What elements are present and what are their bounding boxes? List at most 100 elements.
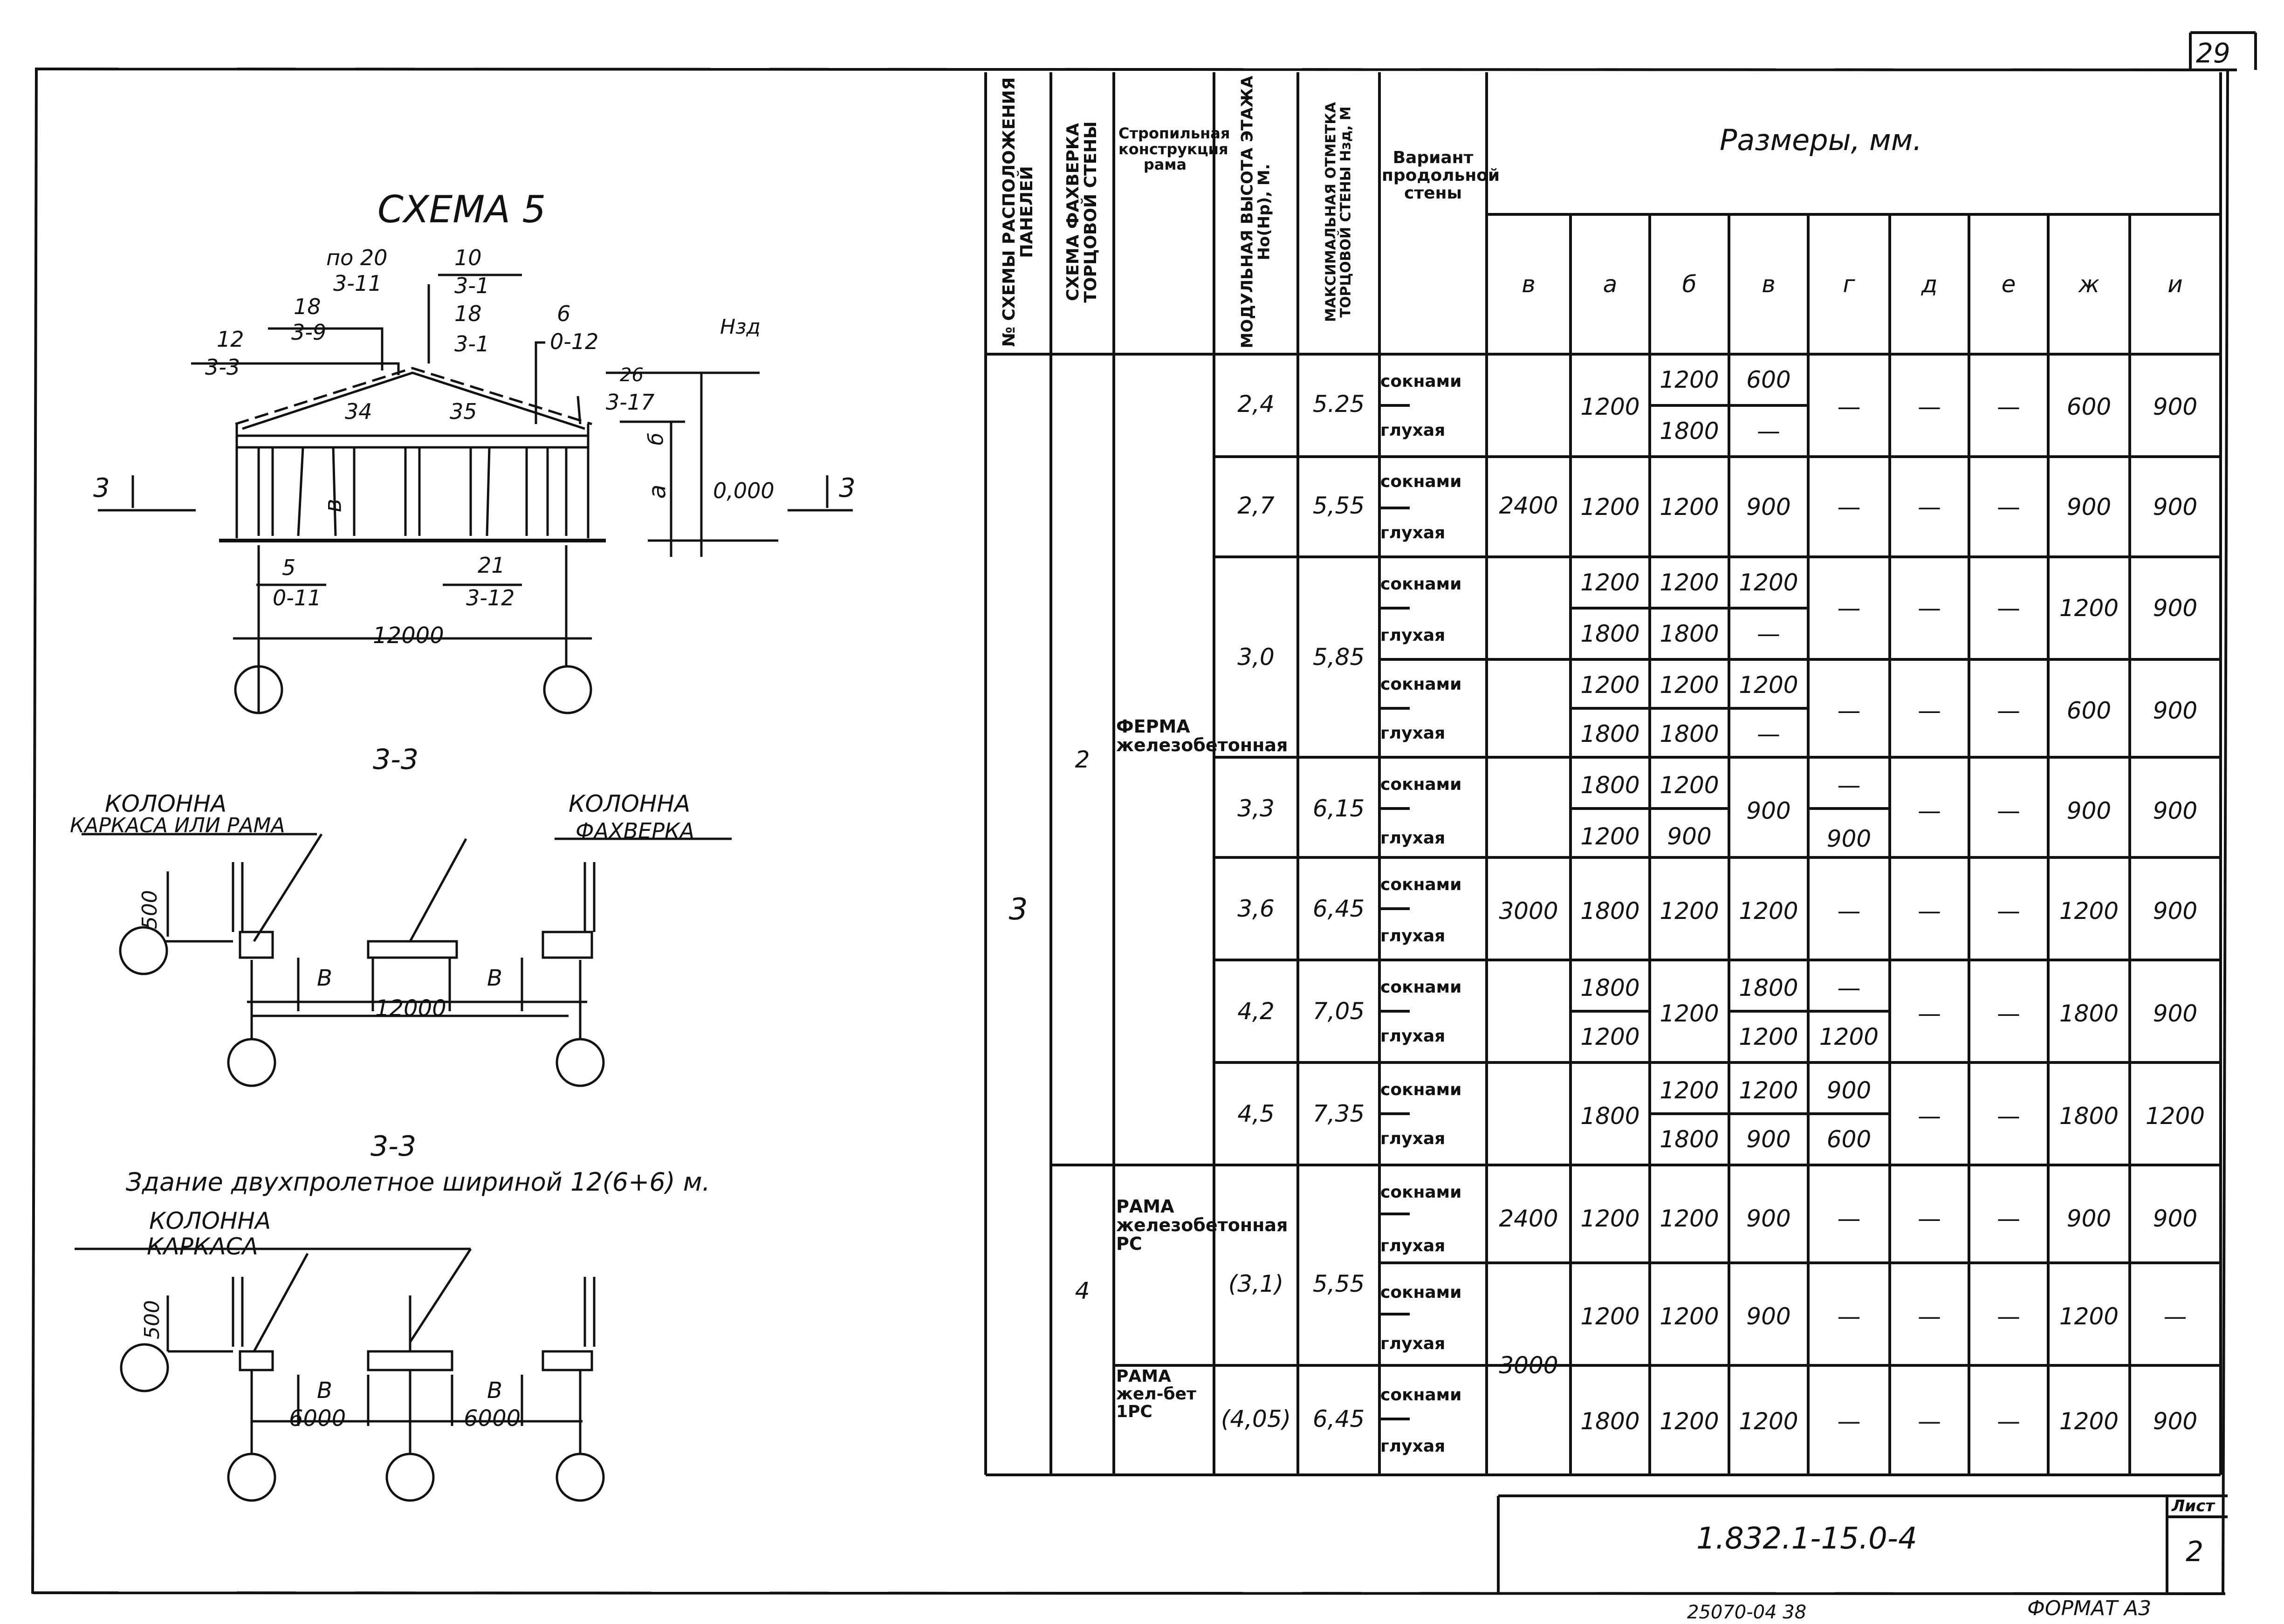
label-18a: 18: [294, 294, 321, 319]
r1-g: —: [1837, 393, 1861, 420]
label-6: 6: [557, 301, 571, 326]
r3-a2: 1800: [1580, 620, 1640, 647]
h-row1: 2,4: [1237, 391, 1275, 418]
label-34: 34: [345, 399, 372, 424]
r10-b: 1200: [1660, 1303, 1719, 1330]
variant-open-8: сокнами: [1380, 1080, 1462, 1099]
r4-d: —: [1918, 697, 1941, 724]
r8-a: 1800: [1580, 1103, 1640, 1130]
mark-v: б: [644, 432, 668, 445]
variant-blind-1: глухая: [1380, 421, 1446, 440]
section2-title: 3-3: [370, 1130, 416, 1163]
r7-v2: 1200: [1739, 1023, 1798, 1050]
variant-open-4: сокнами: [1380, 675, 1462, 694]
scheme-no-cell: 3: [1008, 892, 1028, 927]
r4-i: 900: [2153, 697, 2198, 724]
col-head-e: е: [2001, 271, 2016, 298]
header-max-level: МАКСИМАЛЬНАЯ ОТМЕТКА ТОРЦОВОЙ СТЕНЫ Нзд,…: [1323, 102, 1354, 322]
w-2400-b: 2400: [1499, 1205, 1558, 1232]
col-head-d: д: [1921, 271, 1938, 298]
r5-e: —: [1997, 797, 2020, 824]
variant-blind-10: глухая: [1380, 1334, 1446, 1353]
r4-a2: 1800: [1580, 720, 1640, 747]
r7-a1: 1800: [1580, 974, 1640, 1001]
r9-b: 1200: [1660, 1205, 1719, 1232]
variant-blind-6: глухая: [1380, 926, 1446, 946]
h-row9: (4,05): [1221, 1405, 1291, 1432]
section2-label-1: КОЛОННА: [149, 1207, 271, 1234]
variant-blind-7: глухая: [1380, 1027, 1446, 1046]
r9-g: —: [1837, 1205, 1861, 1232]
r8-b1: 1200: [1660, 1077, 1719, 1104]
r1-zh: 600: [2066, 393, 2112, 420]
r3-i: 900: [2153, 595, 2198, 622]
col-head-v0: в: [1522, 271, 1536, 298]
r4-zh: 600: [2066, 697, 2112, 724]
section1-left-label-1: КОЛОННА: [105, 790, 227, 817]
r5-v: 900: [1746, 797, 1791, 824]
mark-a: а: [644, 484, 671, 499]
variant-open-1: сокнами: [1380, 372, 1462, 391]
label-21: 21: [478, 553, 505, 578]
r8-v1: 1200: [1739, 1077, 1798, 1104]
r8-i: 1200: [2145, 1103, 2205, 1130]
variant-open-2: сокнами: [1380, 472, 1462, 491]
r11-v: 1200: [1739, 1408, 1798, 1435]
label-0-12: 0-12: [550, 329, 599, 354]
r10-v: 900: [1746, 1303, 1791, 1330]
r7-d: —: [1918, 1000, 1941, 1027]
sheet-number: 2: [2186, 1535, 2204, 1568]
h-row5: 3,6: [1237, 895, 1275, 922]
label-3-12: 3-12: [466, 585, 515, 610]
label-3-17: 3-17: [606, 390, 655, 415]
r1-d: —: [1918, 393, 1941, 420]
r11-b: 1200: [1660, 1408, 1719, 1435]
r11-g: —: [1837, 1408, 1861, 1435]
r7-zh: 1800: [2059, 1000, 2119, 1027]
variant-blind-3: глухая: [1380, 626, 1446, 645]
r7-v1: 1800: [1739, 974, 1798, 1001]
r8-b2: 1800: [1660, 1126, 1719, 1153]
section1-right-label-1: КОЛОННА: [569, 790, 691, 817]
r6-d: —: [1918, 898, 1941, 925]
r9-v: 900: [1746, 1205, 1791, 1232]
h-row4: 3,3: [1237, 795, 1275, 822]
section1-right-label-2: ФАХВЕРКА: [576, 818, 695, 843]
r2-d: —: [1918, 493, 1941, 521]
h-row2: 2,7: [1237, 492, 1275, 519]
r3-b1: 1200: [1660, 569, 1719, 596]
variant-blind-8: глухая: [1380, 1129, 1446, 1148]
hzd-row2: 5,55: [1312, 492, 1365, 519]
section1-b1: В: [317, 965, 332, 991]
hzd-row5: 6,45: [1312, 895, 1365, 922]
r5-b1: 1200: [1660, 772, 1719, 799]
r6-i: 900: [2153, 898, 2198, 925]
r6-g: —: [1837, 898, 1861, 925]
header-scheme-no: № СХЕМЫ РАСПОЛОЖЕНИЯ ПАНЕЛЕЙ: [1000, 77, 1036, 347]
label-po20: по 20: [326, 245, 388, 270]
format-label: ФОРМАТ А3: [2027, 1597, 2152, 1620]
r4-v2: —: [1757, 720, 1780, 747]
r6-v: 1200: [1739, 898, 1798, 925]
r11-a: 1800: [1580, 1408, 1640, 1435]
label-12: 12: [217, 327, 244, 352]
hzd-row8: 5,55: [1312, 1270, 1365, 1297]
col-head-g: г: [1843, 271, 1855, 298]
r10-i: —: [2163, 1303, 2187, 1330]
section-mark-left: 3: [93, 473, 110, 503]
r1-i: 900: [2153, 393, 2198, 420]
r4-b2: 1800: [1660, 720, 1719, 747]
r5-zh: 900: [2066, 797, 2112, 824]
w-3000-b: 3000: [1499, 1352, 1558, 1379]
header-wall-variant: Вариант продольной стены: [1382, 148, 1500, 203]
r2-b: 1200: [1660, 493, 1719, 521]
section2-caption: Здание двухпролетное шириной 12(6+6) м.: [126, 1167, 710, 1197]
r7-g1: —: [1837, 974, 1861, 1001]
label-26: 26: [620, 364, 644, 386]
section1-dim-500: 500: [137, 890, 162, 929]
r2-v: 900: [1746, 493, 1791, 521]
r3-a1: 1200: [1580, 569, 1640, 596]
variant-blind-9: глухая: [1380, 1236, 1446, 1255]
mark-b: в: [319, 499, 347, 513]
r2-a: 1200: [1580, 493, 1640, 521]
